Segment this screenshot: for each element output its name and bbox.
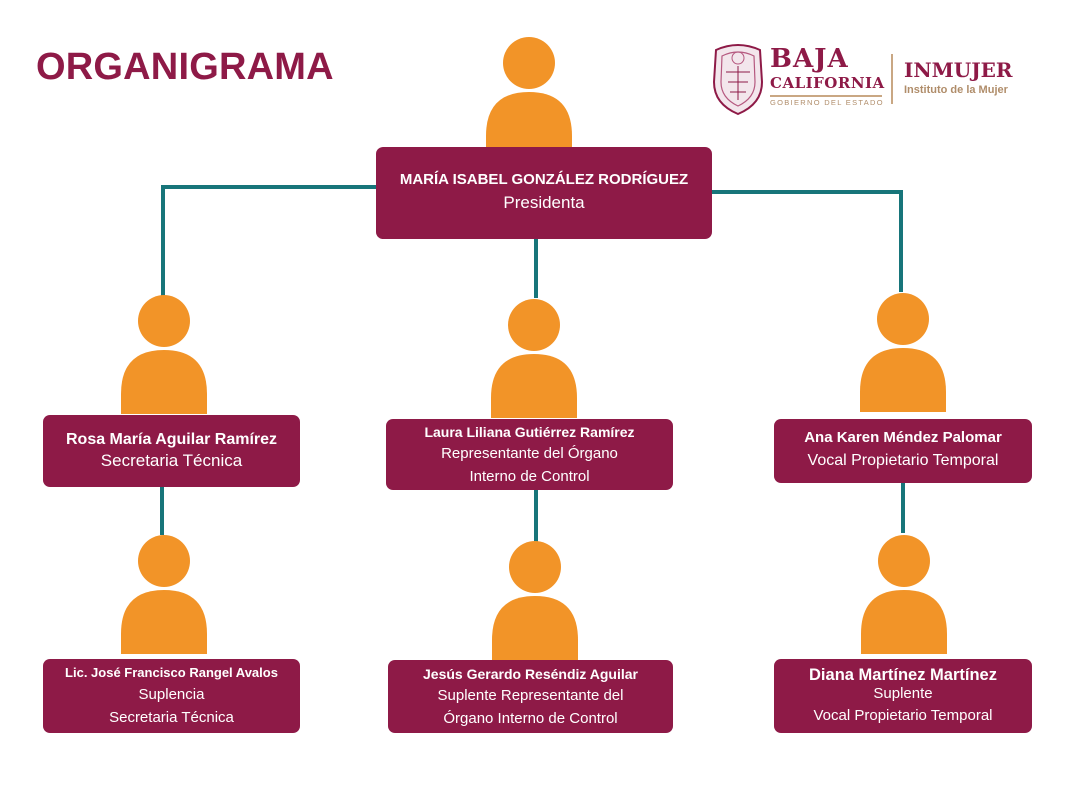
node-name: Rosa María Aguilar Ramírez [65, 431, 278, 448]
node-role-line2: Secretaria Técnica [109, 709, 234, 726]
person-icon-internal-control [491, 299, 577, 418]
logo-institute-subtitle: Instituto de la Mujer [904, 84, 1008, 96]
node-president: MARÍA ISABEL GONZÁLEZ RODRÍGUEZ Presiden… [376, 147, 712, 239]
node-role: Presidenta [503, 193, 585, 212]
node-role: Secretaria Técnica [100, 451, 243, 470]
header-logo: BAJA CALIFORNIA GOBIERNO DEL ESTADO INMU… [710, 42, 1030, 122]
node-internal-control: Laura Liliana Gutiérrez Ramírez Represen… [386, 419, 673, 490]
logo-state-line3: GOBIERNO DEL ESTADO [770, 98, 884, 107]
node-role-line2: Vocal Propietario Temporal [813, 706, 993, 724]
person-icon-internal-control-substitute [492, 541, 578, 660]
node-role-line1: Suplente [873, 684, 933, 702]
node-name: Diana Martínez Martínez [809, 665, 997, 684]
node-vocal-substitute: Diana Martínez Martínez Suplente Vocal P… [774, 659, 1032, 733]
node-role-line2: Interno de Control [469, 467, 590, 485]
logo-separator [891, 54, 893, 104]
node-name: Jesús Gerardo Reséndiz Aguilar [423, 665, 638, 682]
node-role: Vocal Propietario Temporal [807, 452, 999, 469]
node-role-line2: Órgano Interno de Control [443, 709, 618, 727]
baja-california-shield-icon [712, 44, 764, 116]
page-title: ORGANIGRAMA [36, 46, 334, 88]
person-icon-vocal-substitute [861, 535, 947, 654]
node-name: Lic. José Francisco Rangel Avalos [65, 665, 278, 680]
node-name: Laura Liliana Gutiérrez Ramírez [424, 423, 635, 440]
logo-rule [770, 95, 882, 97]
connector-president-vocal [710, 190, 903, 292]
node-name: Ana Karen Méndez Palomar [804, 429, 1002, 446]
node-role-line1: Suplencia [138, 686, 205, 703]
person-icon-secretary-substitute [121, 535, 207, 654]
logo-state-line1: BAJA [770, 44, 849, 74]
node-internal-control-substitute: Jesús Gerardo Reséndiz Aguilar Suplente … [388, 660, 673, 733]
node-vocal: Ana Karen Méndez Palomar Vocal Propietar… [774, 419, 1032, 483]
node-secretary-substitute: Lic. José Francisco Rangel Avalos Suplen… [43, 659, 300, 733]
node-role-line1: Suplente Representante del [437, 686, 624, 704]
person-icon-president [486, 37, 572, 156]
node-role-line1: Representante del Órgano [441, 444, 618, 462]
logo-institute: INMUJER [904, 58, 1013, 82]
person-icon-vocal [860, 293, 946, 412]
connector-president-secretary [161, 185, 378, 298]
node-secretary: Rosa María Aguilar Ramírez Secretaria Té… [43, 415, 300, 487]
node-name: MARÍA ISABEL GONZÁLEZ RODRÍGUEZ [399, 171, 689, 188]
logo-state-line2: CALIFORNIA [770, 74, 885, 92]
person-icon-secretary [121, 295, 207, 414]
